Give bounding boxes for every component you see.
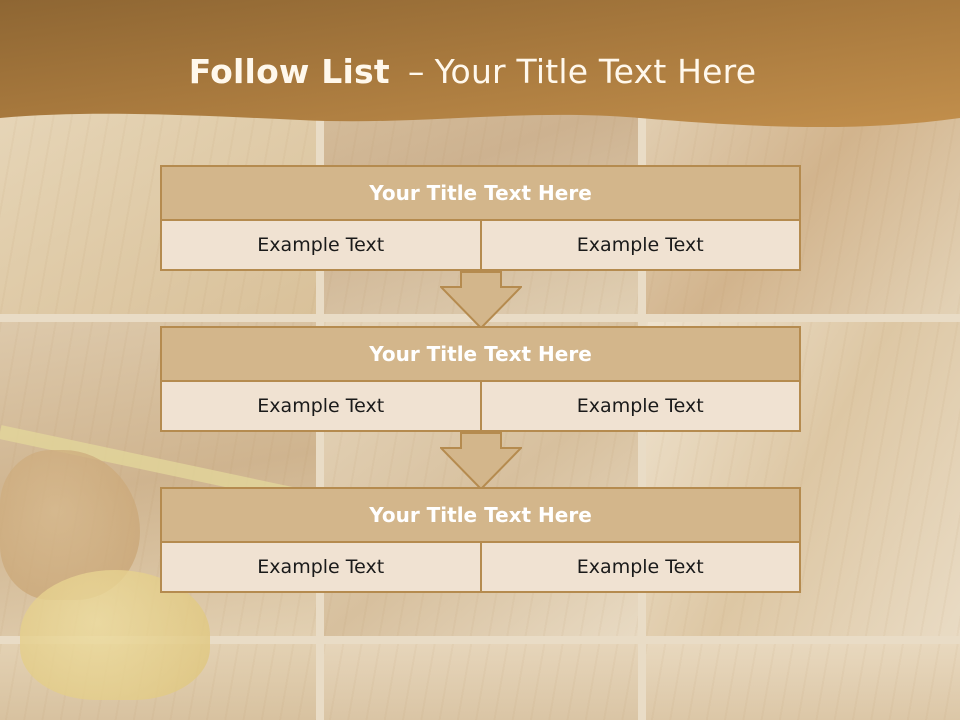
flow-block-2: Your Title Text Here Example Text Exampl… <box>160 326 801 432</box>
flow-block-1: Your Title Text Here Example Text Exampl… <box>160 165 801 271</box>
block-title: Your Title Text Here <box>160 326 801 382</box>
block-cell-right: Example Text <box>481 382 801 432</box>
page-title: Follow List–Your Title Text Here <box>0 52 945 91</box>
photo-tile <box>646 644 960 720</box>
down-arrow-icon <box>440 432 522 490</box>
down-arrow-icon <box>440 271 522 329</box>
block-cell-left: Example Text <box>160 221 482 271</box>
flow-block-3: Your Title Text Here Example Text Exampl… <box>160 487 801 593</box>
block-title: Your Title Text Here <box>160 487 801 543</box>
title-rest-part: Your Title Text Here <box>434 52 757 91</box>
title-bold-part: Follow List <box>188 52 390 91</box>
photo-tile <box>324 644 638 720</box>
block-row: Example Text Example Text <box>160 221 801 271</box>
block-cell-right: Example Text <box>481 221 801 271</box>
block-title: Your Title Text Here <box>160 165 801 221</box>
block-row: Example Text Example Text <box>160 543 801 593</box>
block-cell-left: Example Text <box>160 382 482 432</box>
header-wave-band <box>0 0 960 128</box>
block-cell-left: Example Text <box>160 543 482 593</box>
block-cell-right: Example Text <box>481 543 801 593</box>
title-dash: – <box>407 52 425 91</box>
block-row: Example Text Example Text <box>160 382 801 432</box>
